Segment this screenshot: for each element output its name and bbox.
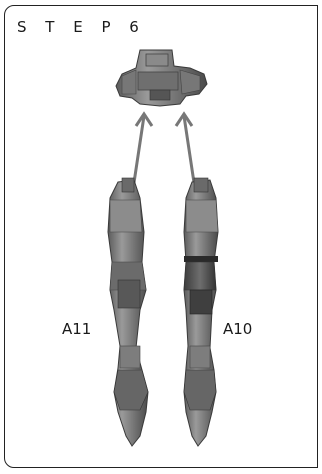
leg-piece-left-icon xyxy=(108,178,148,446)
leg-piece-right-icon xyxy=(184,178,218,446)
part-label-a11: A11 xyxy=(62,322,91,337)
torso-piece-icon xyxy=(116,50,207,106)
part-label-a10: A10 xyxy=(223,322,252,337)
